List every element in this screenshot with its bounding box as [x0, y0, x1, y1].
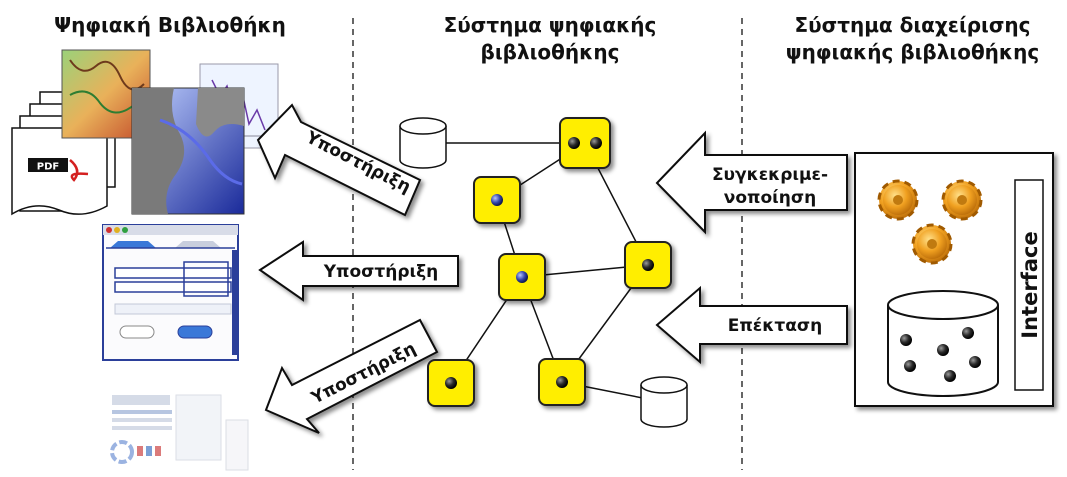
database-cylinder-top: [399, 117, 447, 169]
support-arrow-2: [258, 240, 459, 302]
specialization-label-line1: Συγκεκριμε-: [712, 165, 828, 185]
network-node: [559, 117, 611, 169]
gears-icon: [877, 179, 983, 265]
database-cylinder-large: [887, 290, 999, 397]
dlms-title-line2: ψηφιακής βιβλιοθήκης: [785, 40, 1040, 64]
network-node: [538, 358, 586, 406]
support-arrow-2-label: Υποστήριξη: [323, 262, 439, 282]
pdf-label: PDF: [37, 162, 59, 173]
database-cylinder-bottom: [640, 376, 688, 428]
network-node: [498, 253, 546, 301]
extension-label: Επέκταση: [728, 316, 822, 336]
web-page-thumbnail: [110, 392, 250, 472]
dlms-title-line1: Σύστημα διαχείρισης: [794, 13, 1031, 37]
document-stack-icon: [11, 91, 116, 216]
digital-library-title: Ψηφιακή Βιβλιοθήκη: [54, 13, 286, 37]
dl-system-title-line1: Σύστημα ψηφιακής: [443, 13, 657, 37]
specialization-label-line2: νοποίηση: [724, 188, 816, 208]
network-node: [473, 176, 521, 224]
coastline-map-image: [131, 87, 245, 215]
support-arrow-1: [256, 103, 422, 217]
ui-window-mockup: [102, 224, 239, 361]
support-arrow-3: [264, 318, 439, 434]
specialization-arrow: [655, 130, 848, 235]
network-node: [427, 359, 475, 407]
interface-panel: [1014, 179, 1044, 391]
interface-label: Interface: [1018, 231, 1042, 338]
extension-arrow: [655, 285, 848, 365]
network-node: [624, 241, 672, 289]
dl-system-title-line2: βιβλιοθήκης: [480, 40, 620, 64]
